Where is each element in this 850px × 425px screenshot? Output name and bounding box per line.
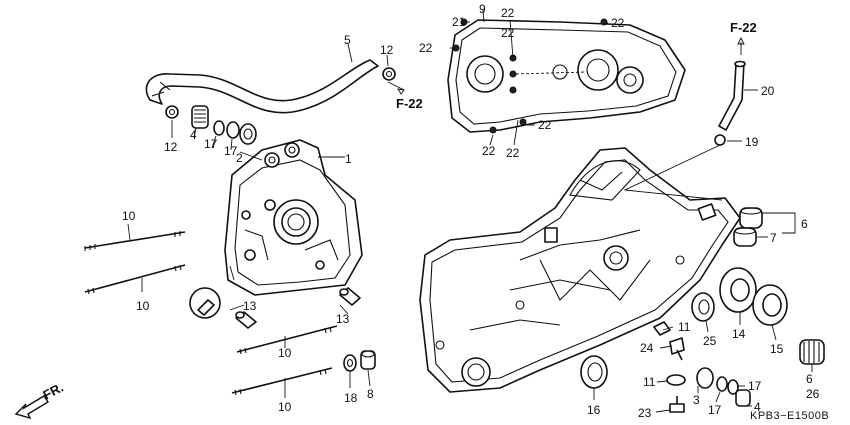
callout-labels: 1 2 3 4 4 5 6 6 7 8 9 10 10 10 10 11 11 … (122, 2, 820, 420)
callout-10-b: 10 (136, 299, 150, 313)
callout-13-b: 13 (336, 312, 350, 326)
filter-screen-parts (191, 105, 257, 145)
callout-1: 1 (345, 152, 352, 166)
callout-22-g: 22 (506, 146, 520, 160)
callout-22-b: 22 (419, 41, 433, 55)
callout-15: 15 (770, 342, 784, 356)
bearings-and-seals (580, 207, 825, 389)
callout-7: 7 (770, 231, 777, 245)
diagram-code: KPB3−E1500B (750, 410, 829, 422)
callout-21: 21 (452, 15, 466, 29)
callout-13-a: 13 (243, 299, 257, 313)
callout-25: 25 (703, 334, 717, 348)
callout-12-b: 12 (164, 140, 178, 154)
callout-22-a: 22 (501, 6, 515, 20)
callout-17-c: 17 (748, 379, 762, 393)
callout-10-d: 10 (278, 400, 292, 414)
callout-11-b: 11 (643, 375, 656, 389)
drain-tube (623, 60, 746, 201)
ref-f22-left: F-22 (396, 96, 423, 111)
callout-23: 23 (638, 406, 652, 420)
callout-10-c: 10 (278, 346, 292, 360)
stud-bolts (84, 231, 338, 396)
callout-17-b: 17 (708, 403, 722, 417)
callout-4-upper: 4 (190, 128, 197, 142)
callout-18: 18 (344, 391, 358, 405)
callout-17-a: 17 (204, 137, 218, 151)
callout-14: 14 (732, 327, 746, 341)
callout-12-a: 12 (380, 43, 394, 57)
callout-10-a: 10 (122, 209, 136, 223)
callout-19: 19 (745, 135, 759, 149)
fasteners (653, 321, 751, 413)
breather-hose (145, 59, 396, 119)
callout-17-d: 17 (224, 144, 238, 158)
callout-24: 24 (640, 341, 654, 355)
dowel-pins (189, 287, 361, 329)
callout-4-lower: 4 (754, 400, 761, 414)
left-crankcase-cover (447, 18, 686, 134)
callout-11-a: 11 (678, 320, 691, 334)
leader-lines (127, 9, 813, 413)
callout-6-upper: 6 (801, 217, 808, 231)
callout-5: 5 (344, 33, 351, 47)
callout-22-d: 22 (611, 16, 625, 30)
callout-22-f: 22 (482, 144, 496, 158)
callout-9: 9 (479, 2, 486, 16)
callout-22-c: 22 (501, 26, 515, 40)
callout-8: 8 (367, 387, 374, 401)
callout-2: 2 (236, 151, 243, 165)
callout-20: 20 (761, 84, 775, 98)
washer-and-collar (343, 350, 376, 372)
ref-f22-right: F-22 (730, 20, 757, 35)
front-direction-arrow: FR. (14, 380, 66, 420)
callout-16: 16 (587, 403, 601, 417)
callout-3: 3 (693, 393, 700, 407)
callout-6-lower: 6 (806, 372, 813, 386)
right-crankcase-half (224, 139, 363, 296)
callout-26: 26 (806, 387, 820, 401)
callout-22-e: 22 (538, 118, 552, 132)
left-crankcase (419, 147, 741, 393)
